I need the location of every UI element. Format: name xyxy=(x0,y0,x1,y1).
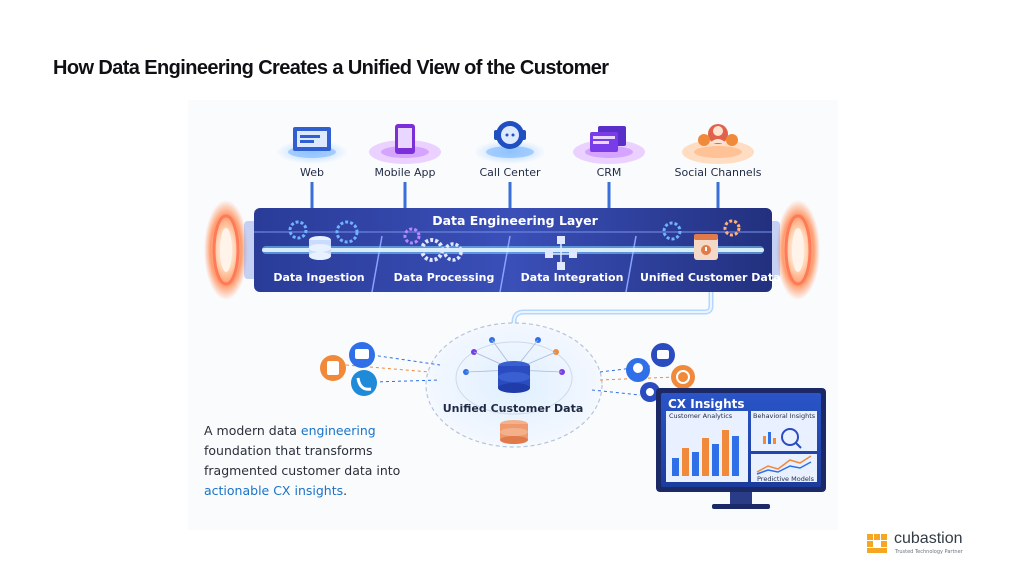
pipeline-body xyxy=(244,208,780,293)
description-part-3: . xyxy=(343,483,348,498)
stage-label-ingestion: Data Ingestion xyxy=(273,271,365,284)
source-label-crm: CRM xyxy=(596,166,622,179)
panel-label-predictive-models: Predictive Models xyxy=(757,475,815,483)
description-part-2: foundation that transforms fragmented cu… xyxy=(204,443,401,478)
source-label-web: Web xyxy=(300,166,324,179)
pipeline-to-hub-connector xyxy=(511,292,714,340)
pipeline-title: Data Engineering Layer xyxy=(432,213,598,228)
description-highlight-engineering: engineering xyxy=(300,423,376,438)
brand-tagline: Trusted Technology Partner xyxy=(895,549,963,555)
people-group-icon xyxy=(682,124,754,164)
user-search-icon xyxy=(626,358,650,382)
description-text: A modern data engineering foundation tha… xyxy=(204,421,404,501)
dollar-search-icon xyxy=(763,428,802,449)
description-part-1: A modern data xyxy=(204,423,301,438)
support-icon xyxy=(671,365,695,389)
headset-agent-icon xyxy=(474,121,546,164)
dashboard-title: CX Insights xyxy=(668,397,745,411)
customer-profile-icon xyxy=(662,219,741,260)
brand-name: cubastion xyxy=(894,530,963,547)
database-gear-icon xyxy=(288,220,359,260)
gears-icon xyxy=(403,227,463,262)
message-icon xyxy=(651,343,675,367)
stage-label-processing: Data Processing xyxy=(393,271,495,284)
unified-data-hub xyxy=(425,322,603,448)
stage-label-integration: Data Integration xyxy=(520,271,624,284)
hub-label: Unified Customer Data xyxy=(442,402,584,415)
smartphone-icon xyxy=(369,124,441,164)
chat-bubble-icon xyxy=(349,342,375,368)
panel-label-behavioral-insights: Behavioral Insights xyxy=(753,412,816,420)
tablet-icon xyxy=(320,355,346,381)
brand-logo: cubastion Trusted Technology Partner xyxy=(867,530,997,561)
analytics-bar-chart xyxy=(672,430,739,476)
source-label-social-channels: Social Channels xyxy=(674,166,762,179)
flow-nodes-icon xyxy=(545,236,577,270)
monitor-icon xyxy=(276,127,348,164)
cubastion-logo-mark xyxy=(867,534,887,553)
source-connectors xyxy=(310,182,720,210)
pipeline-end-ring-left xyxy=(204,200,248,300)
panel-label-customer-analytics: Customer Analytics xyxy=(669,412,733,420)
source-label-mobile-app: Mobile App xyxy=(374,166,436,179)
page-title: How Data Engineering Creates a Unified V… xyxy=(53,57,609,79)
description-highlight-insights: actionable CX insights xyxy=(204,483,344,498)
source-icons xyxy=(276,121,754,164)
phone-call-icon xyxy=(351,370,377,396)
stage-label-unified-data: Unified Customer Data xyxy=(640,271,781,284)
camera-icon xyxy=(640,382,660,402)
predictive-line-chart xyxy=(756,455,812,475)
pipeline-end-ring-right xyxy=(776,200,820,300)
cx-insights-monitor xyxy=(656,388,826,509)
crm-windows-icon xyxy=(573,126,645,164)
source-label-call-center: Call Center xyxy=(479,166,541,179)
